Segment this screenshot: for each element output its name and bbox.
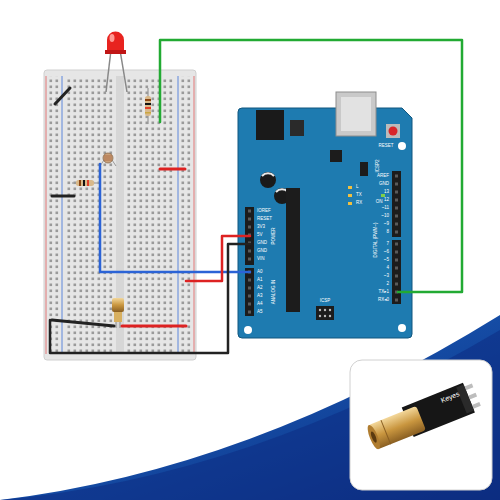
pin-label: A3 (257, 294, 263, 299)
header-pin (395, 215, 398, 218)
header-pin (248, 287, 251, 290)
connector-label: ICSP2 (376, 159, 381, 172)
header-pin (395, 275, 398, 278)
jumper-wire (52, 88, 186, 326)
header-pin (395, 243, 398, 246)
header-pin (248, 258, 251, 261)
led-label: L (356, 185, 359, 190)
connector-label: ICSP (320, 299, 331, 304)
pin-label: GND (257, 249, 267, 254)
header-pin (395, 191, 398, 194)
header-pin (395, 251, 398, 254)
pin-label: 2 (386, 282, 389, 287)
header-pins (248, 175, 398, 314)
header-pin (248, 311, 251, 314)
pin-label: ~3 (384, 274, 389, 279)
laser-module-photo (350, 360, 492, 490)
header-pin (395, 267, 398, 270)
jumper-wire (50, 40, 462, 353)
usb-connector (336, 92, 376, 136)
pin-label: GND (257, 241, 267, 246)
header-pin (248, 295, 251, 298)
pin-label: IOREF (257, 209, 271, 214)
pin-label: ~5 (384, 258, 389, 263)
header-pin (395, 207, 398, 210)
breadboard (44, 70, 196, 360)
pin-label: 3V3 (257, 225, 265, 230)
pin-label: GND (379, 182, 389, 187)
header-pin (395, 259, 398, 262)
pin-label: TX▸1 (378, 290, 389, 295)
pin-label: ~9 (384, 222, 389, 227)
led (105, 32, 127, 93)
header-pin (395, 299, 398, 302)
header-title: POWER (272, 227, 277, 244)
pin-label: VIN (257, 257, 265, 262)
pin-label: A1 (257, 278, 263, 283)
laser-module (112, 298, 124, 328)
resistor-symbol (145, 88, 151, 124)
header-pin (395, 223, 398, 226)
pin-label: 4 (386, 266, 389, 271)
pin-label: A4 (257, 302, 263, 307)
resistor-symbol (72, 180, 98, 186)
reset-button (389, 127, 398, 136)
pin-label: 8 (386, 230, 389, 235)
pin-label: ~10 (381, 214, 389, 219)
pin-label: RX◂0 (378, 298, 389, 303)
pin-label: 12 (384, 198, 389, 203)
pin-label: 7 (386, 242, 389, 247)
pin-label: A5 (257, 310, 263, 315)
header-pin (248, 218, 251, 221)
power-jack (256, 110, 284, 140)
photoresistor (100, 153, 116, 166)
pin-label: RESET (257, 217, 272, 222)
header-pin (395, 283, 398, 286)
header-pin (248, 210, 251, 213)
pin-label: 13 (384, 190, 389, 195)
arduino-board (238, 92, 412, 338)
header-pin (248, 303, 251, 306)
button-label: RESET (378, 144, 393, 149)
header-pin (248, 279, 251, 282)
pin-label: ~11 (382, 206, 389, 211)
led-label: ON (376, 200, 383, 205)
led-label: TX (356, 193, 362, 198)
header-pin (395, 199, 398, 202)
header-pin (248, 226, 251, 229)
header-pin (395, 175, 398, 178)
pin-label: A2 (257, 286, 263, 291)
pin-label: ~6 (384, 250, 389, 255)
header-pin (395, 183, 398, 186)
pin-label: 5V (257, 233, 263, 238)
header-title: DIGITAL (PWM~) (374, 223, 379, 258)
header-pin (395, 231, 398, 234)
microcontroller-chip (286, 188, 300, 312)
header-pin (248, 250, 251, 253)
header-title: ANALOG IN (272, 280, 277, 305)
led-label: RX (356, 201, 362, 206)
pin-label: AREF (377, 174, 389, 179)
pin-label: A0 (257, 270, 263, 275)
